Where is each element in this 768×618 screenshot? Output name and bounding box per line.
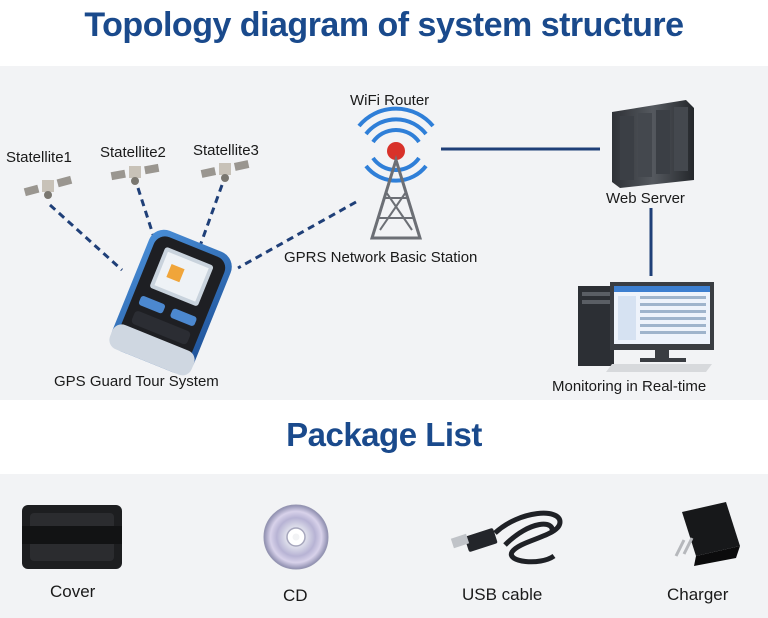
satellite2-label: Statellite2: [100, 144, 166, 161]
link-satellite3-device: [198, 184, 224, 247]
computer-monitor-icon: [578, 282, 714, 372]
wifi-router-label: WiFi Router: [350, 92, 430, 109]
package-item-cd-label: CD: [283, 586, 308, 605]
pouch-icon: [22, 505, 122, 569]
wifi-tower-icon: [357, 106, 435, 240]
gps-device-label: GPS Guard Tour System: [54, 373, 219, 390]
link-tower-device: [237, 200, 357, 270]
satellite-icon: [200, 160, 250, 182]
gps-device-icon: [109, 229, 232, 376]
package-item-usb-label: USB cable: [462, 585, 543, 604]
charger-icon: [674, 502, 740, 566]
topology-title: Topology diagram of system structure: [84, 6, 684, 44]
link-satellite1-device: [48, 203, 124, 272]
satellite-icon: [110, 163, 160, 185]
disc-icon: [263, 504, 329, 570]
network-links: [441, 147, 653, 276]
package-item-charger-label: Charger: [667, 585, 729, 604]
satellite1-label: Statellite1: [6, 149, 72, 166]
package-panel: [0, 474, 768, 618]
gprs-station-label: GPRS Network Basic Station: [284, 249, 478, 266]
monitoring-label: Monitoring in Real-time: [552, 378, 707, 395]
web-server-label: Web Server: [606, 190, 685, 207]
usb-cable-icon: [450, 510, 563, 565]
satellite3-label: Statellite3: [193, 142, 259, 159]
package-title: Package List: [286, 416, 482, 453]
package-item-cover-label: Cover: [50, 582, 96, 601]
server-rack-icon: [612, 100, 694, 188]
satellite-icon: [23, 175, 73, 199]
